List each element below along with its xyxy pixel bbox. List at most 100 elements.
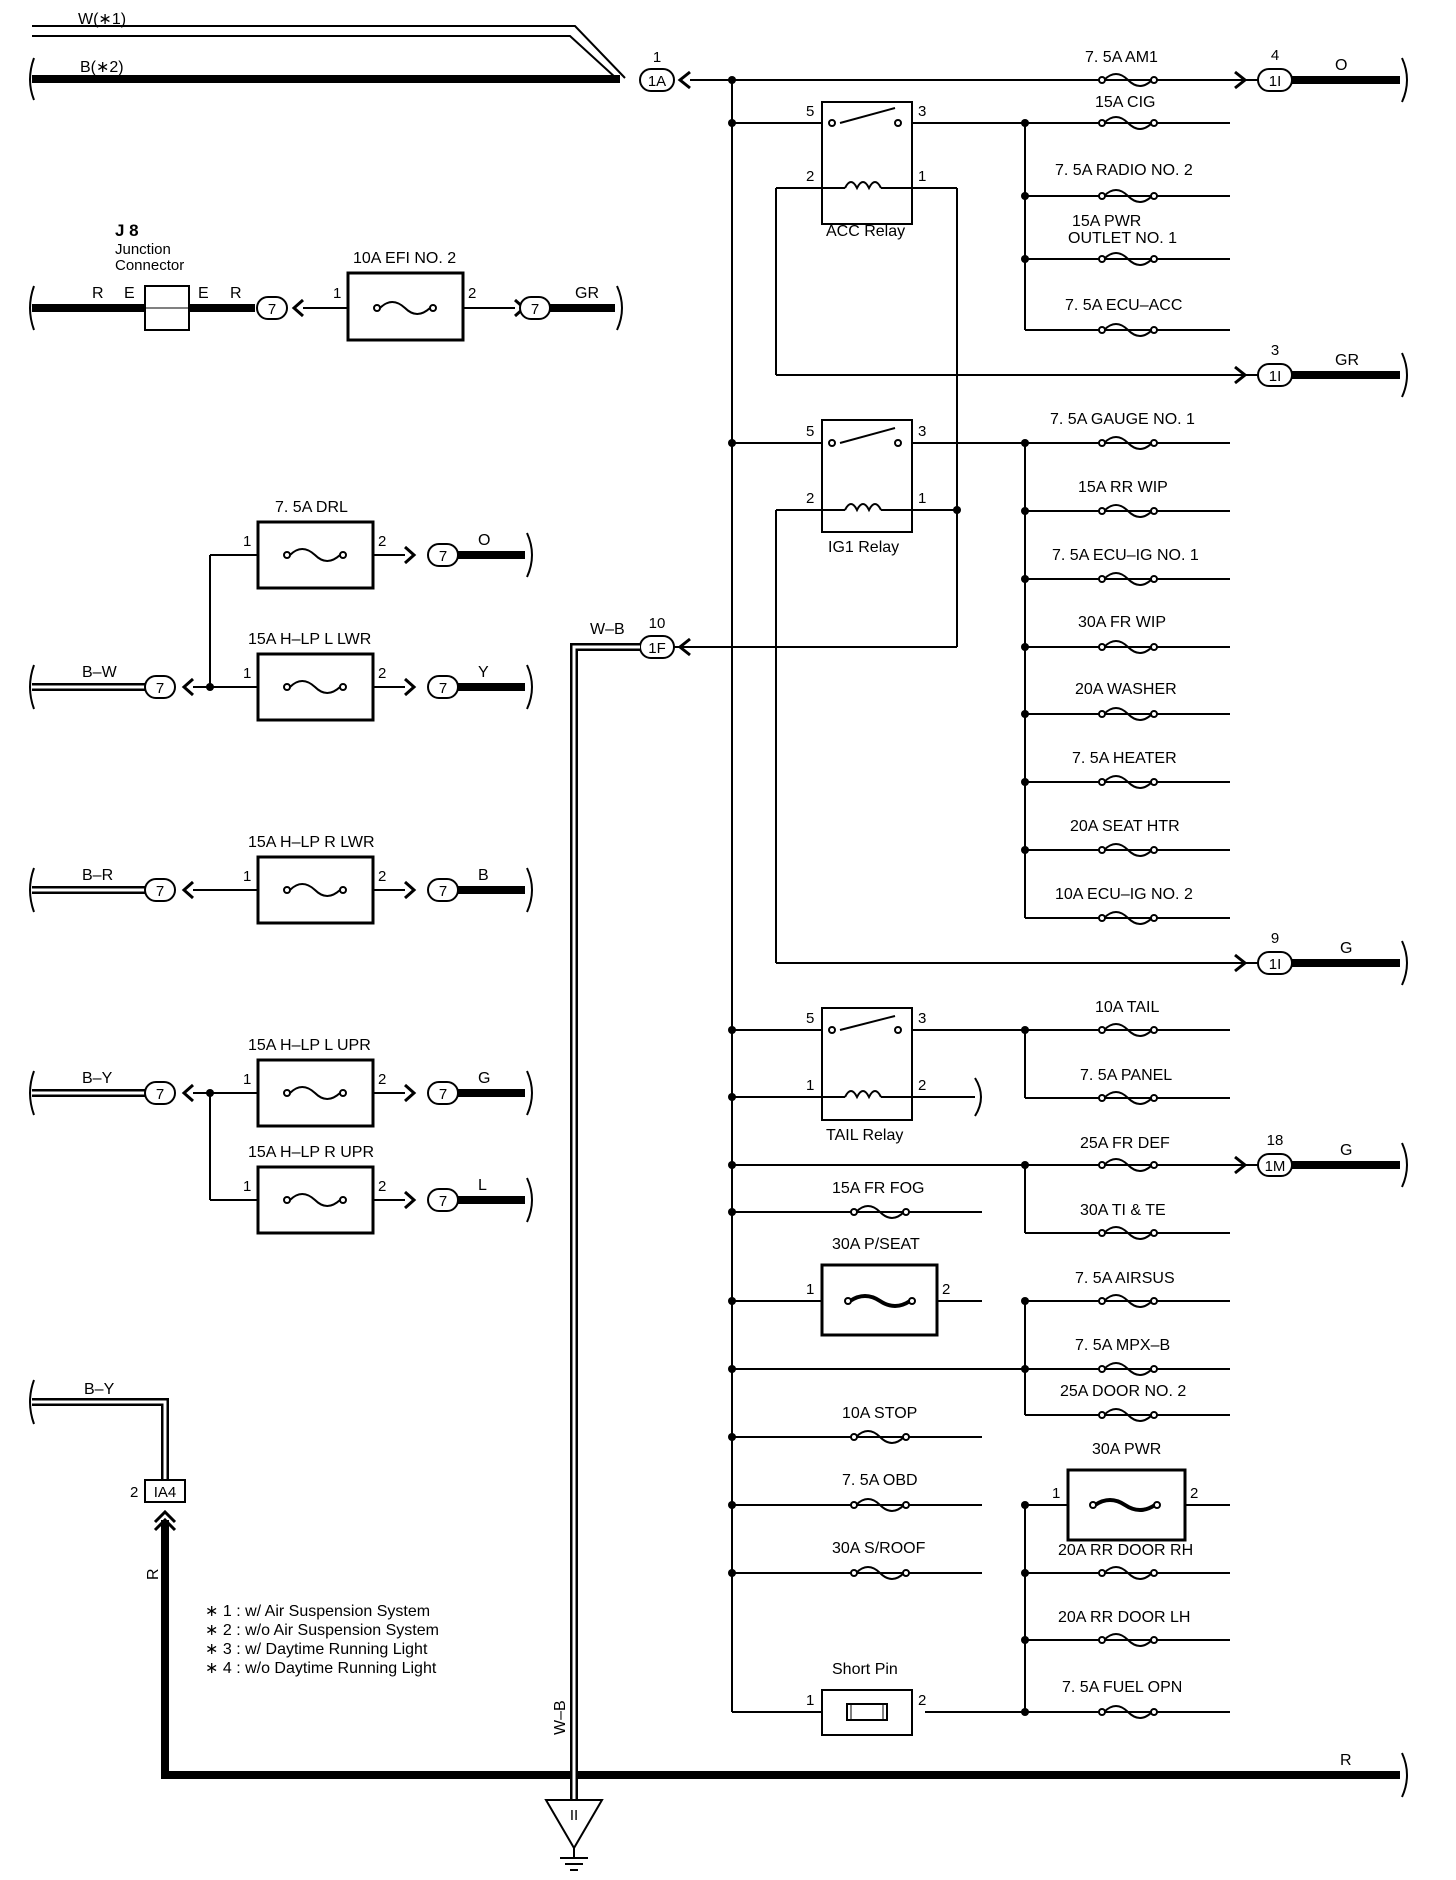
fuse-label-20a-washer: 20A WASHER xyxy=(1075,681,1177,698)
connector-1M-18: 1M 18 G xyxy=(1234,1132,1408,1188)
efi-fuse-label: 10A EFI NO. 2 xyxy=(353,250,456,267)
svg-text:2: 2 xyxy=(378,1178,386,1195)
fuse-label-20a-rr-door-rh: 20A RR DOOR RH xyxy=(1058,1542,1193,1559)
fuse-30a-ti-te xyxy=(1098,1226,1158,1240)
svg-text:7: 7 xyxy=(156,1086,164,1103)
short-pin: Short Pin 1 2 xyxy=(806,1661,926,1736)
svg-text:R: R xyxy=(92,285,104,302)
svg-text:Junction: Junction xyxy=(115,241,171,258)
svg-text:2: 2 xyxy=(806,168,814,185)
svg-text:1: 1 xyxy=(918,490,926,507)
svg-text:GR: GR xyxy=(575,285,599,302)
fuse-label-7-5a-fuel-opn: 7. 5A FUEL OPN xyxy=(1062,1679,1182,1696)
svg-text:7: 7 xyxy=(439,883,447,900)
connector-1A: 1A 1 xyxy=(639,49,691,92)
fuse-7-5a-radio-no-2 xyxy=(1098,189,1158,203)
svg-text:3: 3 xyxy=(918,1010,926,1027)
fuse-10a-tail xyxy=(1098,1023,1158,1037)
svg-text:2: 2 xyxy=(942,1281,950,1298)
svg-text:Short Pin: Short Pin xyxy=(832,1661,898,1678)
connector-1I-4: 1I 4 O xyxy=(1234,47,1408,103)
svg-text:B–R: B–R xyxy=(82,867,113,884)
fuse-label-7-5a-mpx-b: 7. 5A MPX–B xyxy=(1075,1337,1170,1354)
svg-text:30A P/SEAT: 30A P/SEAT xyxy=(832,1236,920,1253)
svg-text:R: R xyxy=(145,1568,162,1580)
svg-text:G: G xyxy=(1340,1142,1352,1159)
fuse-label-7-5a-heater: 7. 5A HEATER xyxy=(1072,750,1177,767)
svg-text:7: 7 xyxy=(439,1193,447,1210)
svg-text:2: 2 xyxy=(918,1692,926,1709)
svg-text:2: 2 xyxy=(468,285,476,302)
left-fuse-wire: Y xyxy=(478,664,489,681)
fuse-15a-cig xyxy=(1098,116,1158,130)
svg-text:5: 5 xyxy=(806,103,814,120)
fuse-10a-stop xyxy=(850,1430,910,1444)
junction-dots xyxy=(728,76,1029,1716)
svg-text:1M: 1M xyxy=(1265,1158,1286,1175)
svg-text:1: 1 xyxy=(806,1281,814,1298)
svg-text:1: 1 xyxy=(806,1692,814,1709)
svg-text:7: 7 xyxy=(439,1086,447,1103)
fuse-7-5a-ecu-acc xyxy=(1098,323,1158,337)
svg-text:3: 3 xyxy=(918,423,926,440)
pwr-fuse: 30A PWR 1 2 xyxy=(1052,1441,1198,1542)
acc-relay-label: ACC Relay xyxy=(826,223,905,240)
svg-text:B–W: B–W xyxy=(82,664,118,681)
svg-text:4: 4 xyxy=(1271,47,1279,64)
svg-text:B–Y: B–Y xyxy=(82,1070,113,1087)
svg-text:B–Y: B–Y xyxy=(84,1381,115,1398)
fuse-7-5a-airsus xyxy=(1098,1294,1158,1308)
svg-text:1: 1 xyxy=(243,1178,251,1195)
svg-text:7: 7 xyxy=(268,301,276,318)
connector-1I-3: 1I 3 GR xyxy=(1234,342,1408,398)
svg-text:7: 7 xyxy=(156,883,164,900)
svg-text:7: 7 xyxy=(156,680,164,697)
fuse-label-30a-fr-wip: 30A FR WIP xyxy=(1078,614,1166,631)
svg-text:18: 18 xyxy=(1267,1132,1284,1149)
svg-text:30A PWR: 30A PWR xyxy=(1092,1441,1161,1458)
svg-text:1: 1 xyxy=(243,1071,251,1088)
fuse-label-7-5a-ecu-ig-no-1: 7. 5A ECU–IG NO. 1 xyxy=(1052,547,1199,564)
main-bus xyxy=(658,79,1258,1713)
left-input-connectors: 7 B–W 7 B–R 7 B–Y xyxy=(82,664,214,1105)
fuse-15a-fr-fog xyxy=(850,1205,910,1219)
left-fuse-label: 7. 5A DRL xyxy=(275,499,348,516)
svg-text:1: 1 xyxy=(243,665,251,682)
acc-relay: 5 3 2 1 ACC Relay xyxy=(806,101,926,240)
left-fuse-wire: O xyxy=(478,532,490,549)
svg-text:O: O xyxy=(1335,57,1347,74)
svg-text:1I: 1I xyxy=(1269,368,1282,385)
fuse-7-5a-obd xyxy=(850,1498,910,1512)
svg-text:R: R xyxy=(1340,1752,1352,1769)
ground-symbol: II xyxy=(544,1799,604,1871)
svg-text:3: 3 xyxy=(1271,342,1279,359)
svg-text:7: 7 xyxy=(531,301,539,318)
fuse-7-5a-mpx-b xyxy=(1098,1362,1158,1376)
tail-relay-label: TAIL Relay xyxy=(826,1127,903,1144)
fuse-label-20a-seat-htr: 20A SEAT HTR xyxy=(1070,818,1180,835)
right-out-connectors: 1I 4 O 1I 3 GR 1I 9 G 1M 1 xyxy=(1234,47,1408,1188)
svg-text:3: 3 xyxy=(918,103,926,120)
fuse-label-7-5a-gauge-no-1: 7. 5A GAUGE NO. 1 xyxy=(1050,411,1195,428)
wire-label-w1: W(∗1) xyxy=(78,11,126,28)
svg-text:2: 2 xyxy=(378,868,386,885)
fuse-label-7-5a-ecu-acc: 7. 5A ECU–ACC xyxy=(1065,297,1182,314)
fuse-label-7-5a-am1: 7. 5A AM1 xyxy=(1085,49,1158,66)
fuse-7-5a-fuel-opn xyxy=(1098,1705,1158,1719)
svg-text:2: 2 xyxy=(130,1484,138,1501)
left-fuse-label: 15A H–LP L UPR xyxy=(248,1037,371,1054)
note-3: ∗ 3 : w/ Daytime Running Light xyxy=(205,1641,428,1658)
svg-text:G: G xyxy=(1340,940,1352,957)
svg-text:E: E xyxy=(124,285,135,302)
svg-text:1I: 1I xyxy=(1269,73,1282,90)
fuse-20a-seat-htr xyxy=(1098,843,1158,857)
fuse-label-outlet-no-1: OUTLET NO. 1 xyxy=(1068,230,1177,247)
fuse-label-10a-ecu-ig-no-2: 10A ECU–IG NO. 2 xyxy=(1055,886,1193,903)
footnotes: ∗ 1 : w/ Air Suspension System ∗ 2 : w/o… xyxy=(205,1603,439,1677)
